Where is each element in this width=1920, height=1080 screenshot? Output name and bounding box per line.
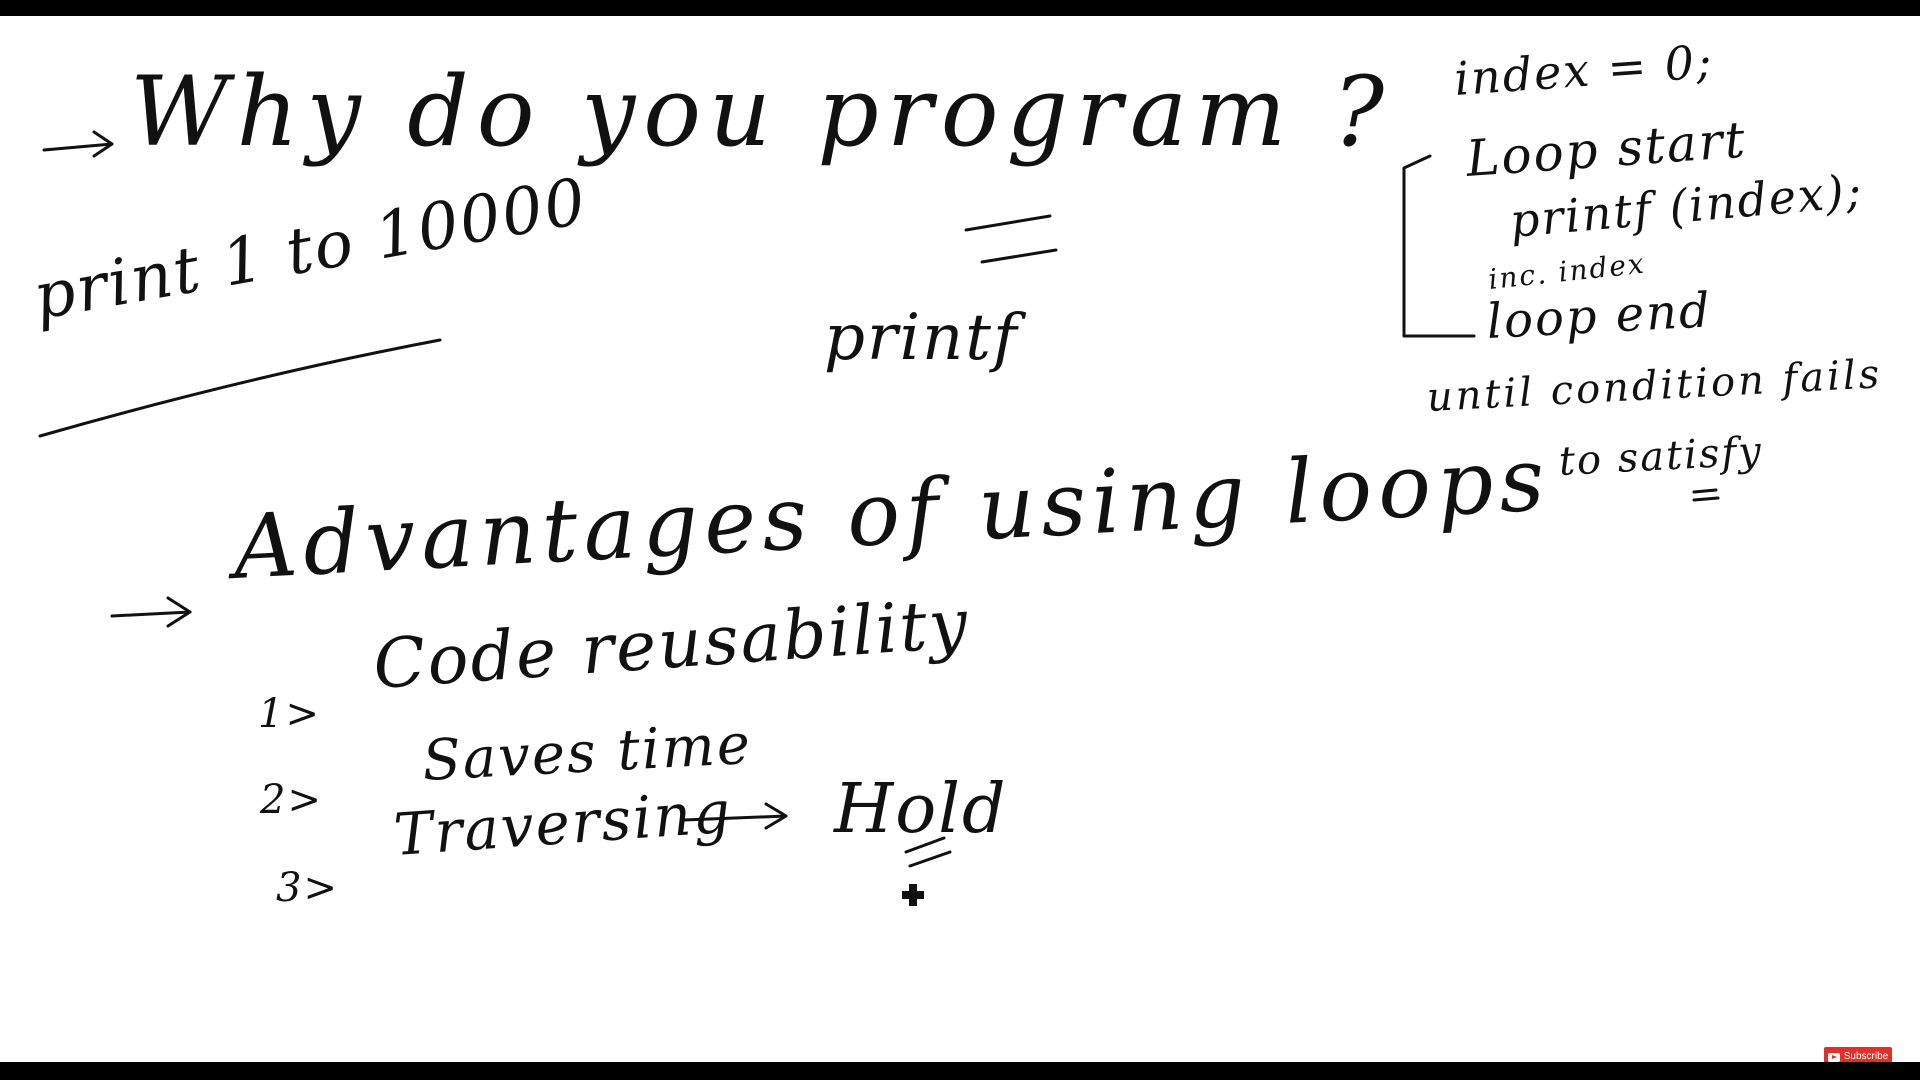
- title-arrow-shaft: [42, 142, 114, 152]
- letterbox-bottom: [0, 1062, 1920, 1080]
- title-double-underline-1: [964, 214, 1052, 232]
- loop-end: loop end: [1485, 282, 1714, 350]
- heading-arrow-shaft: [110, 610, 192, 618]
- hold-label: Hold: [834, 770, 1008, 849]
- traversing-arrow-shaft: [682, 814, 788, 822]
- print-task-underline: [38, 338, 442, 438]
- pen-cursor-icon: [902, 884, 924, 906]
- subscribe-label: Subscribe: [1843, 1051, 1889, 1062]
- loop-bracket: [1402, 154, 1476, 338]
- title-arrow-head: [92, 130, 114, 158]
- satisfy-mark-2: [1692, 496, 1720, 502]
- loop-condition-line2: to satisfy: [1557, 428, 1764, 485]
- board-title: Why do you program ?: [130, 56, 1393, 168]
- title-double-underline-2: [980, 248, 1058, 264]
- heading-arrow-head: [166, 596, 192, 628]
- letterbox-top: [0, 0, 1920, 16]
- advantage-number: 1>: [258, 691, 321, 737]
- subscribe-button[interactable]: Subscribe: [1824, 1047, 1892, 1062]
- hold-underline-1: [904, 836, 946, 854]
- advantage-number: 3>: [276, 865, 339, 911]
- satisfy-mark-1: [1692, 488, 1718, 494]
- ink-strokes: [38, 130, 1720, 868]
- advantage-number: 2>: [260, 777, 323, 823]
- printf-label: printf: [824, 301, 1019, 375]
- youtube-play-icon: [1827, 1052, 1840, 1062]
- whiteboard: Why do you program ? print 1 to 10000 pr…: [0, 16, 1920, 1062]
- traversing-arrow-head: [764, 802, 788, 830]
- hold-underline-2: [908, 850, 952, 868]
